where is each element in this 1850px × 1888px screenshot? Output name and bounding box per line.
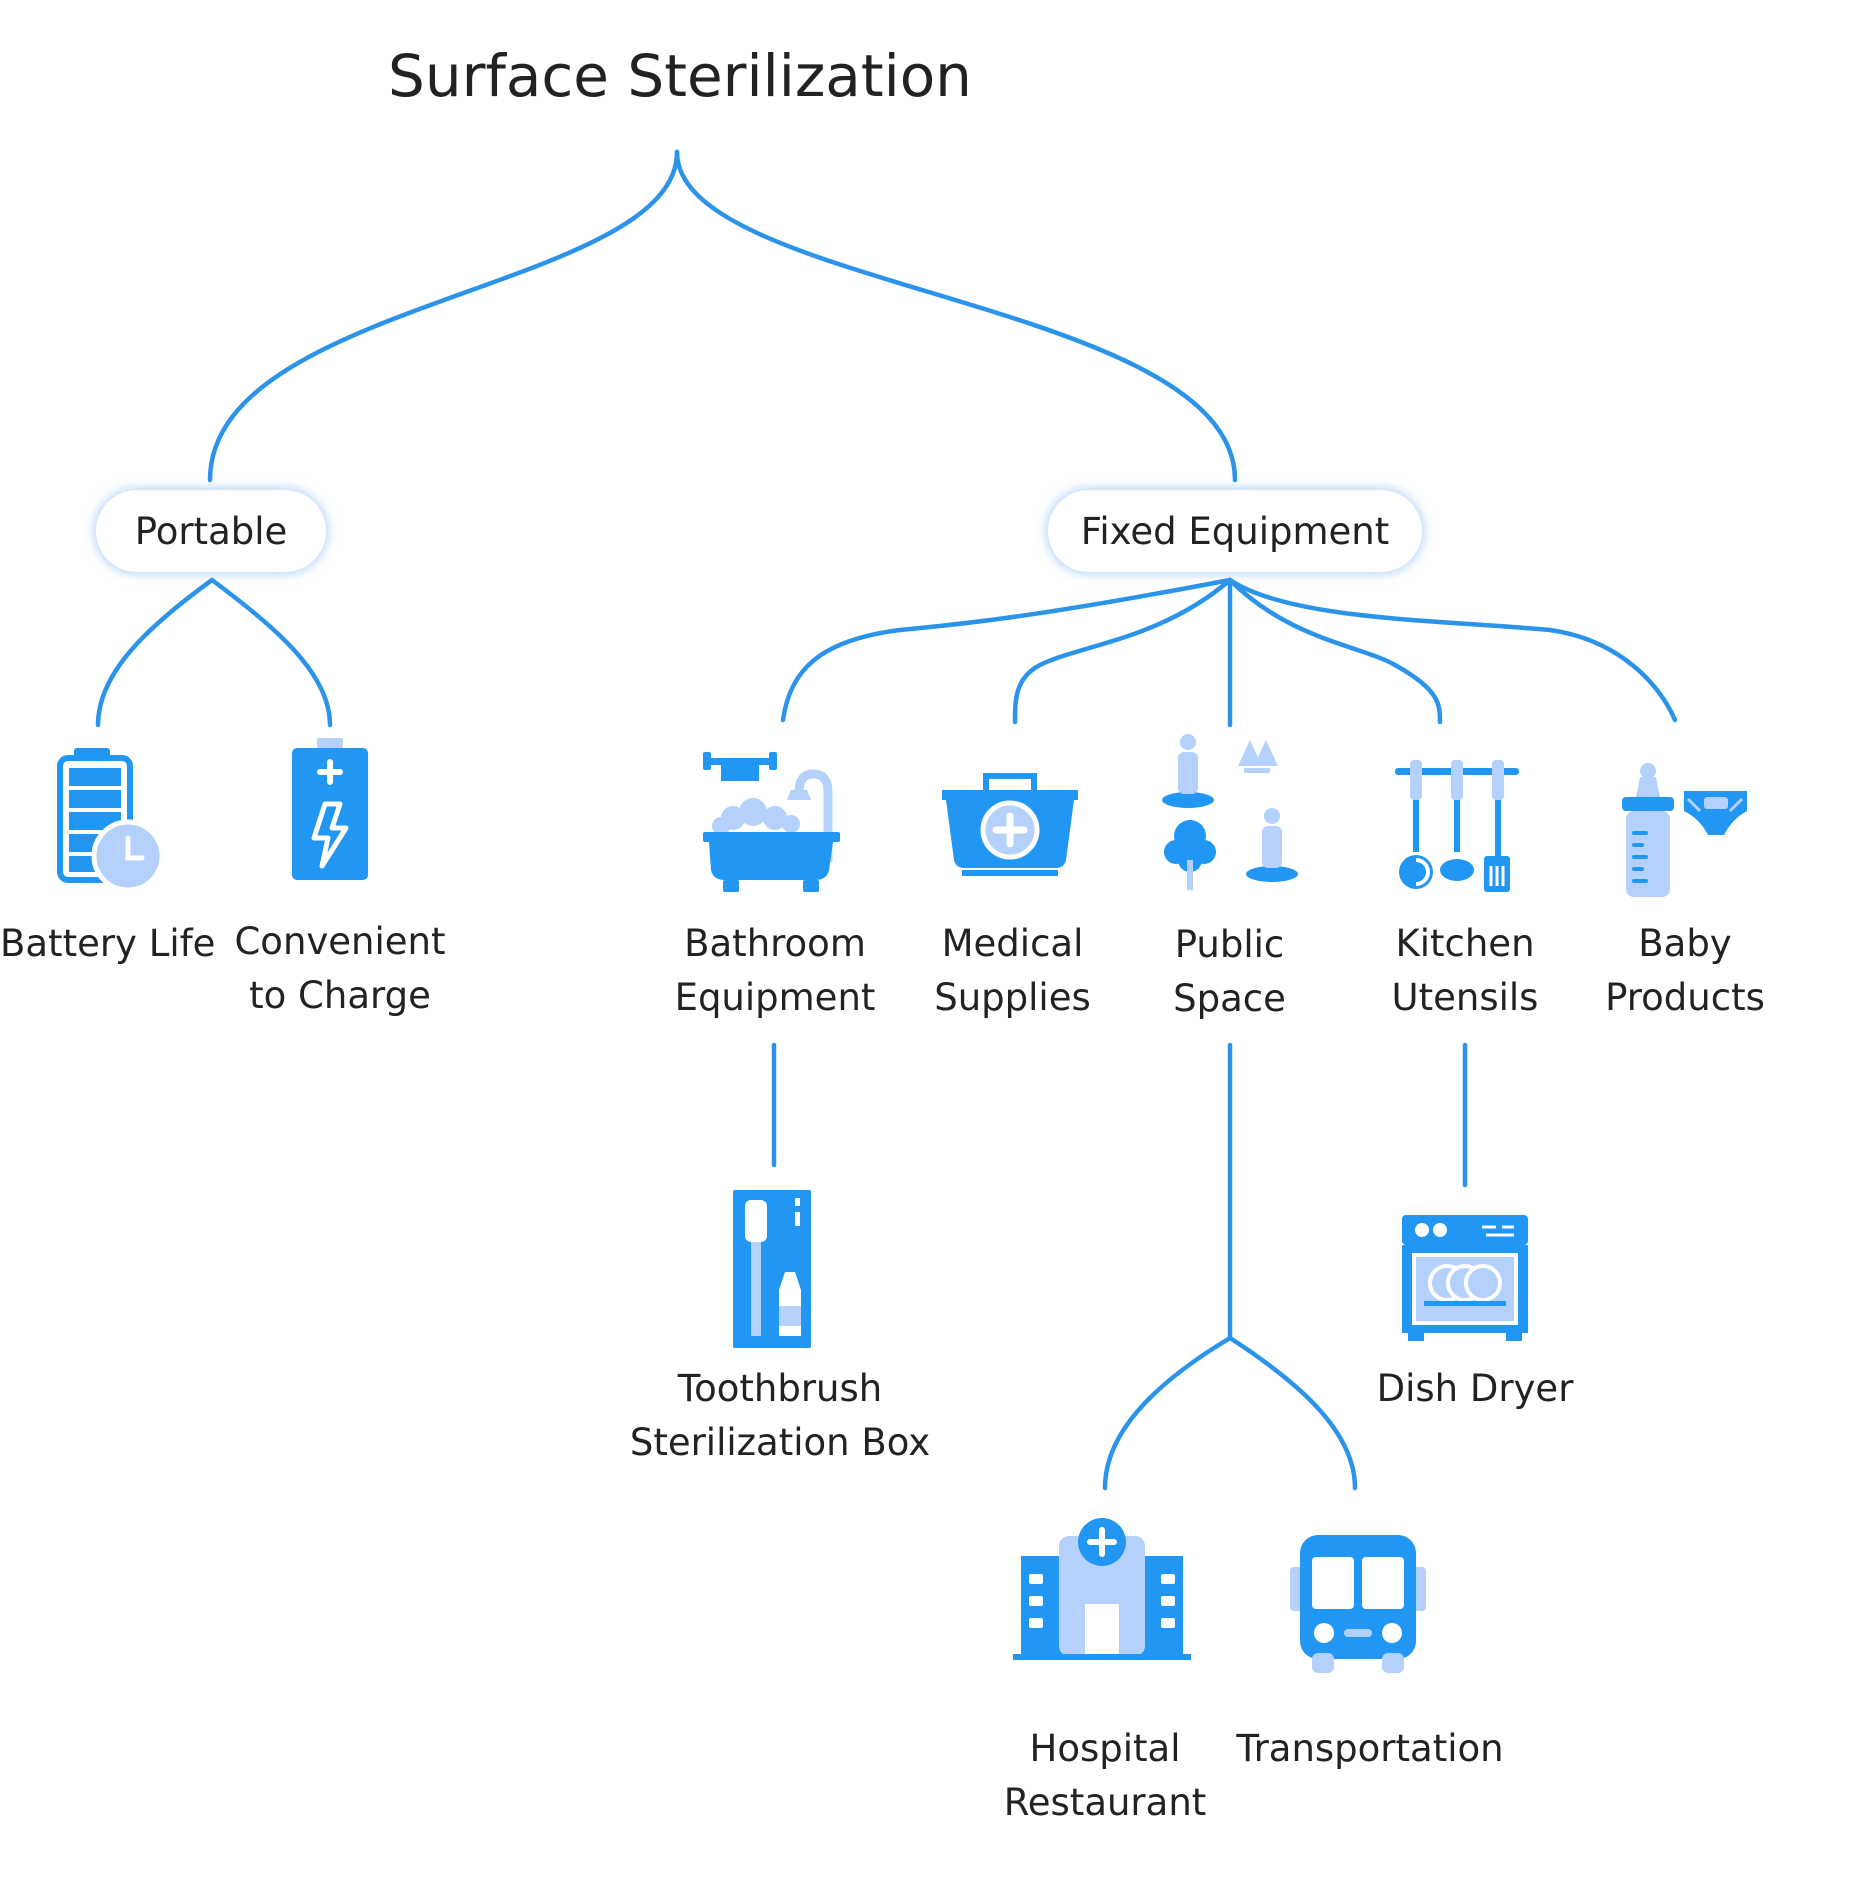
link-fixed-baby — [1227, 577, 1678, 723]
link-root-portable — [207, 149, 680, 483]
link-public-transport — [1227, 1335, 1358, 1491]
link-portable-battery — [95, 577, 215, 728]
node-toothbrush-line2: Sterilization Box — [629, 1421, 931, 1464]
node-toothbrush-sterilization-box: Toothbrush Sterilization Box — [620, 1362, 940, 1470]
node-portable: Portable — [96, 490, 326, 572]
node-convenient-to-charge: Convenient to Charge — [225, 915, 455, 1023]
node-toothbrush-line1: Toothbrush — [677, 1367, 883, 1410]
link-fixed-bathroom — [780, 577, 1233, 723]
node-dish-dryer-line1: Dish Dryer — [1376, 1367, 1574, 1410]
node-fixed-equipment: Fixed Equipment — [1048, 490, 1422, 572]
node-dish-dryer: Dish Dryer — [1355, 1362, 1595, 1416]
node-baby-products: Baby Products — [1565, 917, 1805, 1025]
node-bathroom-line2: Equipment — [674, 976, 876, 1019]
node-medical-line2: Supplies — [934, 976, 1091, 1019]
node-convenient-line1: Convenient — [234, 920, 446, 963]
hospital-building-icon — [1013, 1518, 1191, 1660]
battery-clock-icon — [57, 748, 165, 893]
battery-charge-icon — [292, 738, 368, 880]
diagram-title: Surface Sterilization — [388, 42, 972, 110]
node-public-space: Public Space — [1112, 918, 1347, 1026]
node-medical-supplies: Medical Supplies — [895, 917, 1130, 1025]
node-transportation-line1: Transportation — [1236, 1727, 1504, 1770]
dish-dryer-icon — [1402, 1215, 1528, 1341]
node-convenient-line2: to Charge — [249, 974, 431, 1017]
node-public-line1: Public — [1174, 923, 1285, 966]
link-portable-charge — [209, 577, 333, 728]
first-aid-kit-icon — [942, 773, 1078, 876]
node-baby-line1: Baby — [1638, 922, 1732, 965]
node-kitchen-utensils: Kitchen Utensils — [1345, 917, 1585, 1025]
node-baby-line2: Products — [1605, 976, 1765, 1019]
node-battery-life: Battery Life — [0, 917, 216, 971]
node-hospital-restaurant: Hospital Restaurant — [985, 1722, 1225, 1830]
link-public-hospital — [1102, 1335, 1233, 1491]
link-fixed-kitchen — [1227, 577, 1443, 725]
node-medical-line1: Medical — [941, 922, 1084, 965]
baby-bottle-diaper-icon — [1622, 763, 1747, 897]
node-hospital-line2: Restaurant — [1003, 1781, 1207, 1824]
kitchen-utensils-icon — [1395, 760, 1519, 892]
node-transportation: Transportation — [1220, 1722, 1520, 1776]
link-root-fixed — [674, 149, 1238, 483]
node-hospital-line1: Hospital — [1029, 1727, 1181, 1770]
node-public-line2: Space — [1173, 977, 1286, 1020]
park-people-icon — [1162, 734, 1298, 890]
toothbrush-box-icon — [733, 1190, 811, 1348]
node-kitchen-line2: Utensils — [1391, 976, 1539, 1019]
link-fixed-medical — [1012, 577, 1233, 725]
node-battery-life-line1: Battery Life — [0, 922, 216, 965]
node-bathroom-equipment: Bathroom Equipment — [660, 917, 890, 1025]
node-kitchen-line1: Kitchen — [1395, 922, 1535, 965]
bus-icon — [1290, 1535, 1426, 1673]
bathtub-icon — [703, 752, 840, 892]
node-bathroom-line1: Bathroom — [684, 922, 866, 965]
